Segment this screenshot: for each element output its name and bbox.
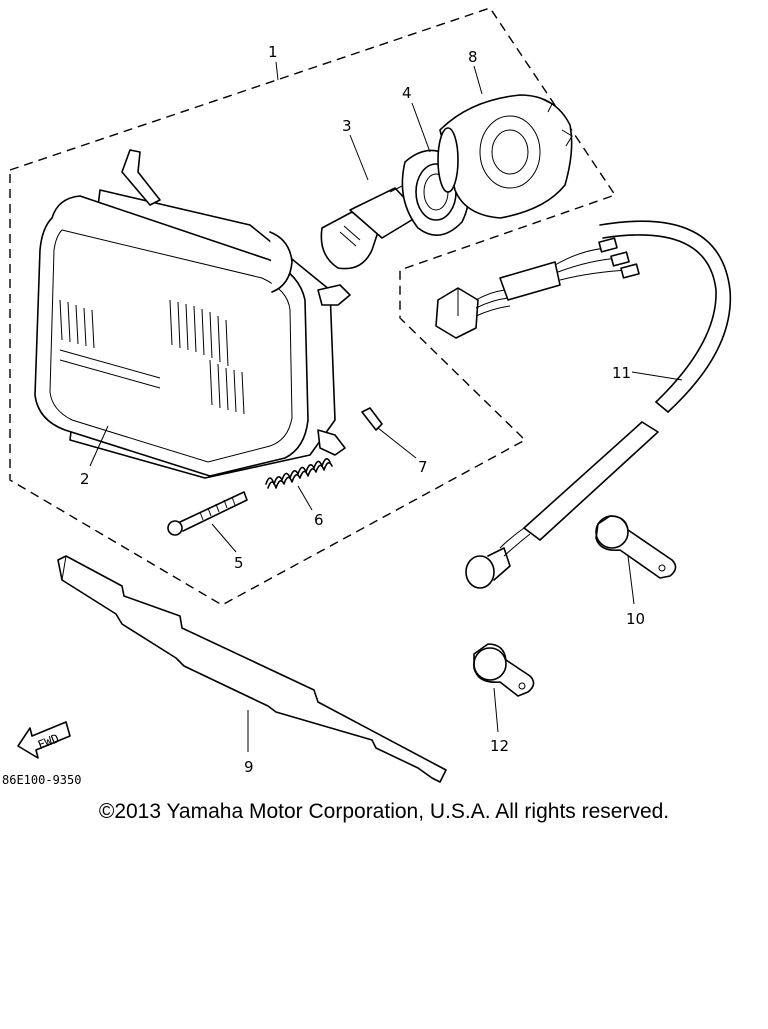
leader-7 [377, 427, 417, 459]
callout-12: 12 [490, 737, 509, 755]
leader-10 [627, 555, 635, 605]
callout-2: 2 [80, 470, 90, 488]
callout-6: 6 [314, 511, 324, 529]
callout-7: 7 [418, 458, 428, 476]
copyright-notice: ©2013 Yamaha Motor Corporation, U.S.A. A… [98, 800, 670, 823]
callout-3: 3 [342, 117, 352, 135]
clamp-12 [473, 643, 535, 697]
callout-10: 10 [626, 610, 645, 628]
stay-bracket [57, 555, 447, 783]
assembly-boundary [9, 7, 617, 606]
spring [265, 458, 333, 489]
headlight-unit [34, 149, 351, 479]
callout-5: 5 [234, 554, 244, 572]
leader-8 [473, 65, 483, 95]
clip [361, 407, 383, 431]
leader-11 [631, 371, 683, 381]
leader-12 [493, 687, 499, 733]
leader-2 [89, 425, 109, 467]
clamp-10 [595, 515, 677, 579]
leader-3 [349, 134, 369, 181]
callout-9: 9 [244, 758, 254, 776]
leader-1 [275, 61, 279, 81]
leader-6 [297, 485, 313, 511]
fwd-arrow-icon: FWD [17, 721, 71, 759]
drawing-code: 86E100-9350 [2, 773, 81, 787]
rubber-cover [437, 94, 573, 219]
callout-8: 8 [468, 48, 478, 66]
callout-4: 4 [402, 84, 412, 102]
adjusting-screw [167, 491, 248, 536]
callout-11: 11 [612, 364, 631, 382]
wire-harness [435, 220, 732, 589]
leader-4 [411, 102, 431, 153]
leader-5 [211, 523, 237, 553]
callout-1: 1 [268, 43, 278, 61]
